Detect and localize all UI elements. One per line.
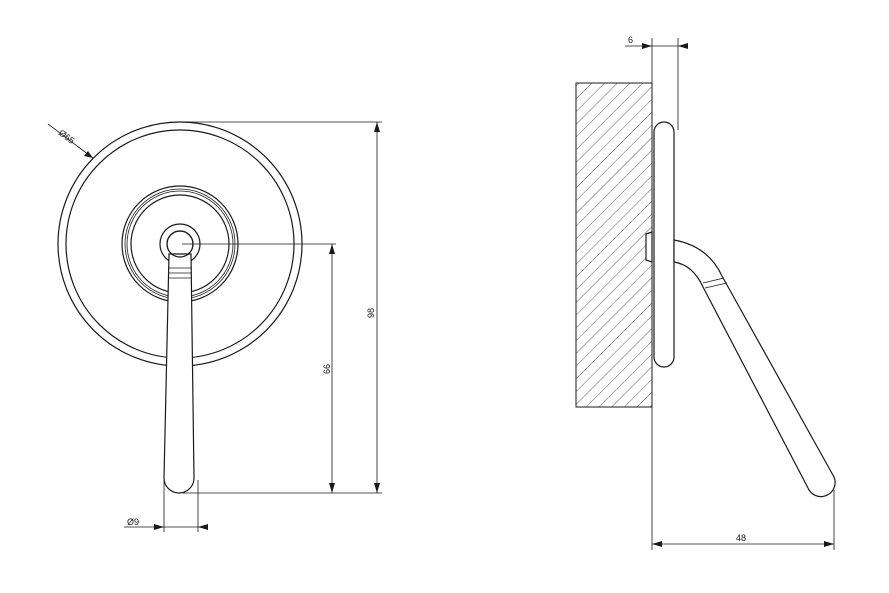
dim-label-lever-height: 66	[322, 364, 332, 374]
front-view: Ø65 98 66 Ø9	[47, 121, 382, 532]
lever-handle	[163, 253, 195, 494]
dim-label-plate-thickness: 6	[628, 35, 633, 45]
plate-profile	[653, 121, 675, 368]
dimension-lever-diameter: Ø9	[124, 480, 208, 532]
dimension-plate-diameter: Ø65	[47, 123, 94, 159]
dim-label-total-height: 98	[366, 308, 376, 318]
dimension-depth: 48	[651, 367, 835, 550]
dimension-plate-thickness: 6	[625, 35, 688, 130]
dim-label-depth: 48	[736, 533, 746, 543]
wall-section	[575, 82, 653, 408]
lever-side-profile	[673, 239, 836, 498]
dimension-total-height: 98	[182, 121, 382, 494]
dimension-lever-height: 66	[182, 243, 336, 493]
side-view: 6 48	[575, 35, 836, 550]
dim-label-lever-diameter: Ø9	[127, 517, 139, 527]
